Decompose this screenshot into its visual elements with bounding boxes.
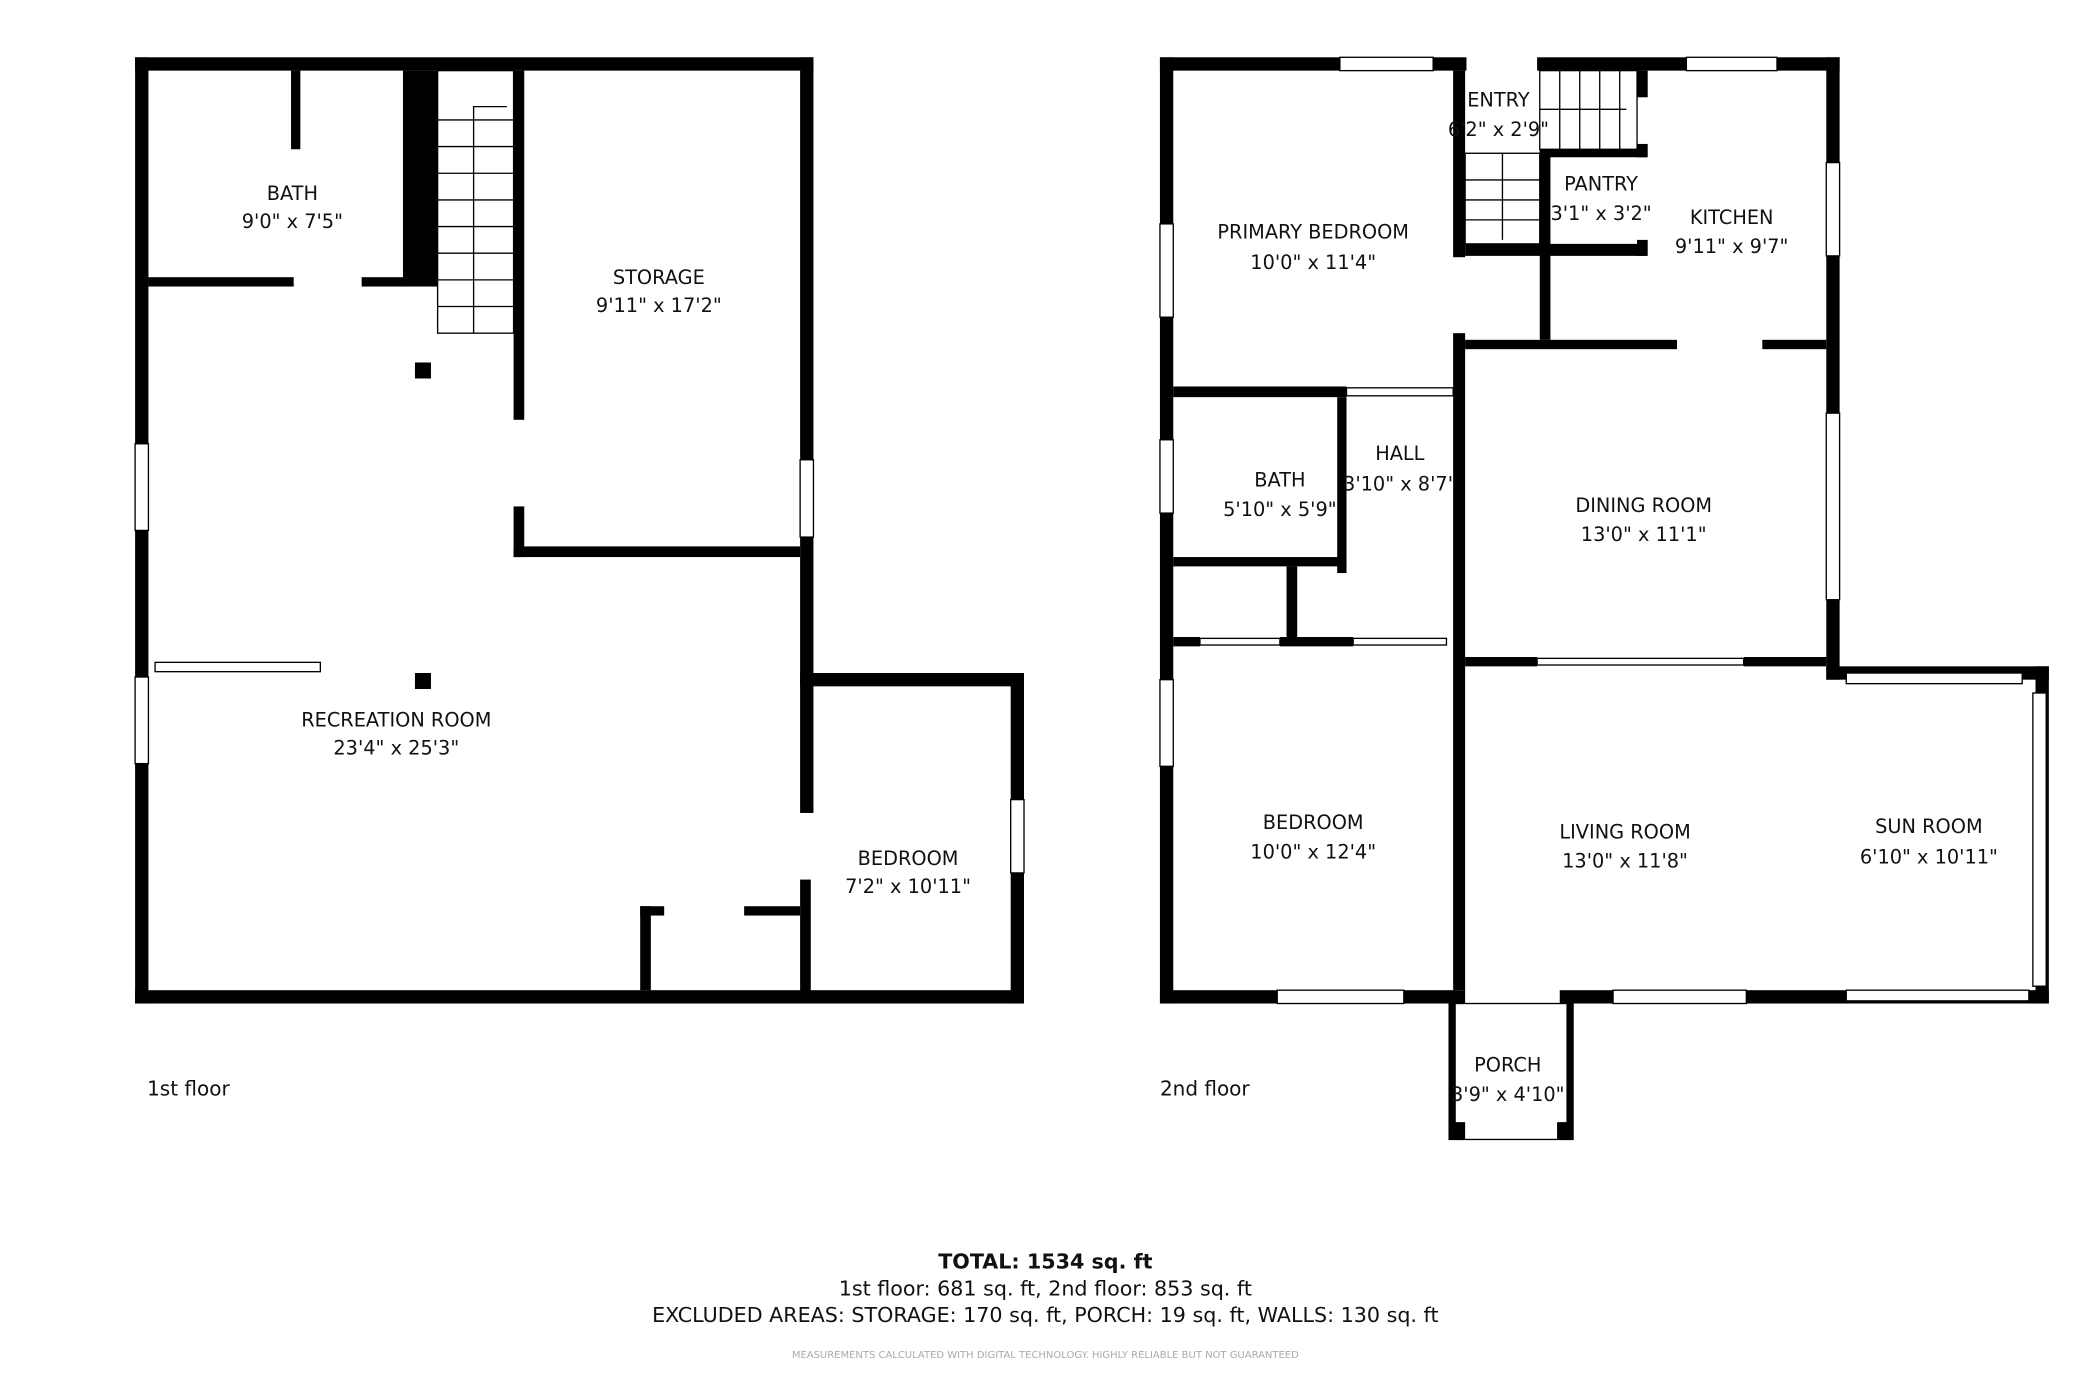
room-name: RECREATION ROOM: [301, 708, 491, 731]
room-dims: 6'10" x 10'11": [1860, 846, 1998, 869]
room-name: SUN ROOM: [1875, 815, 1982, 838]
first-floor-plan: [134, 57, 1025, 1004]
room-name: LIVING ROOM: [1559, 820, 1690, 843]
room-name: BATH: [1254, 468, 1305, 491]
room-name: BEDROOM: [1263, 811, 1364, 834]
room-dims: 10'0" x 12'4": [1250, 840, 1376, 863]
room-name: ENTRY: [1467, 89, 1530, 112]
room-name: KITCHEN: [1690, 206, 1774, 229]
floor-label: 1st floor: [147, 1076, 230, 1100]
room-dims: 9'11" x 9'7": [1675, 235, 1789, 258]
room-name: PORCH: [1474, 1053, 1541, 1076]
room-name: PANTRY: [1564, 173, 1638, 196]
room-name: BEDROOM: [858, 847, 959, 870]
room-dims: 10'0" x 11'4": [1250, 251, 1376, 274]
room-name: BATH: [267, 182, 318, 205]
room-dims: 9'11" x 17'2": [596, 294, 722, 317]
room-name: HALL: [1375, 442, 1424, 465]
room-dims: 6'2" x 2'9": [1448, 118, 1549, 141]
room-dims: 3'10" x 8'7": [1343, 472, 1457, 495]
excluded-areas: EXCLUDED AREAS: STORAGE: 170 sq. ft, POR…: [652, 1303, 1438, 1327]
room-dims: 3'9" x 4'10": [1451, 1083, 1565, 1106]
room-dims: 9'0" x 7'5": [242, 210, 343, 233]
total-area: TOTAL: 1534 sq. ft: [938, 1250, 1152, 1274]
floor-label: 2nd floor: [1160, 1076, 1250, 1100]
room-dims: 23'4" x 25'3": [333, 736, 459, 759]
room-name: DINING ROOM: [1575, 494, 1712, 517]
second-floor-plan: [1159, 56, 2049, 1141]
room-dims: 13'0" x 11'1": [1581, 523, 1707, 546]
room-name: STORAGE: [613, 266, 705, 289]
room-dims: 13'0" x 11'8": [1562, 850, 1688, 873]
room-dims: 3'1" x 3'2": [1550, 202, 1651, 225]
floor-areas: 1st floor: 681 sq. ft, 2nd floor: 853 sq…: [839, 1276, 1252, 1300]
disclaimer: MEASUREMENTS CALCULATED WITH DIGITAL TEC…: [792, 1350, 1299, 1361]
porch-outline: [1448, 1002, 1574, 1141]
room-dims: 7'2" x 10'11": [845, 875, 971, 898]
room-name: PRIMARY BEDROOM: [1217, 221, 1409, 244]
room-dims: 5'10" x 5'9": [1223, 498, 1337, 521]
